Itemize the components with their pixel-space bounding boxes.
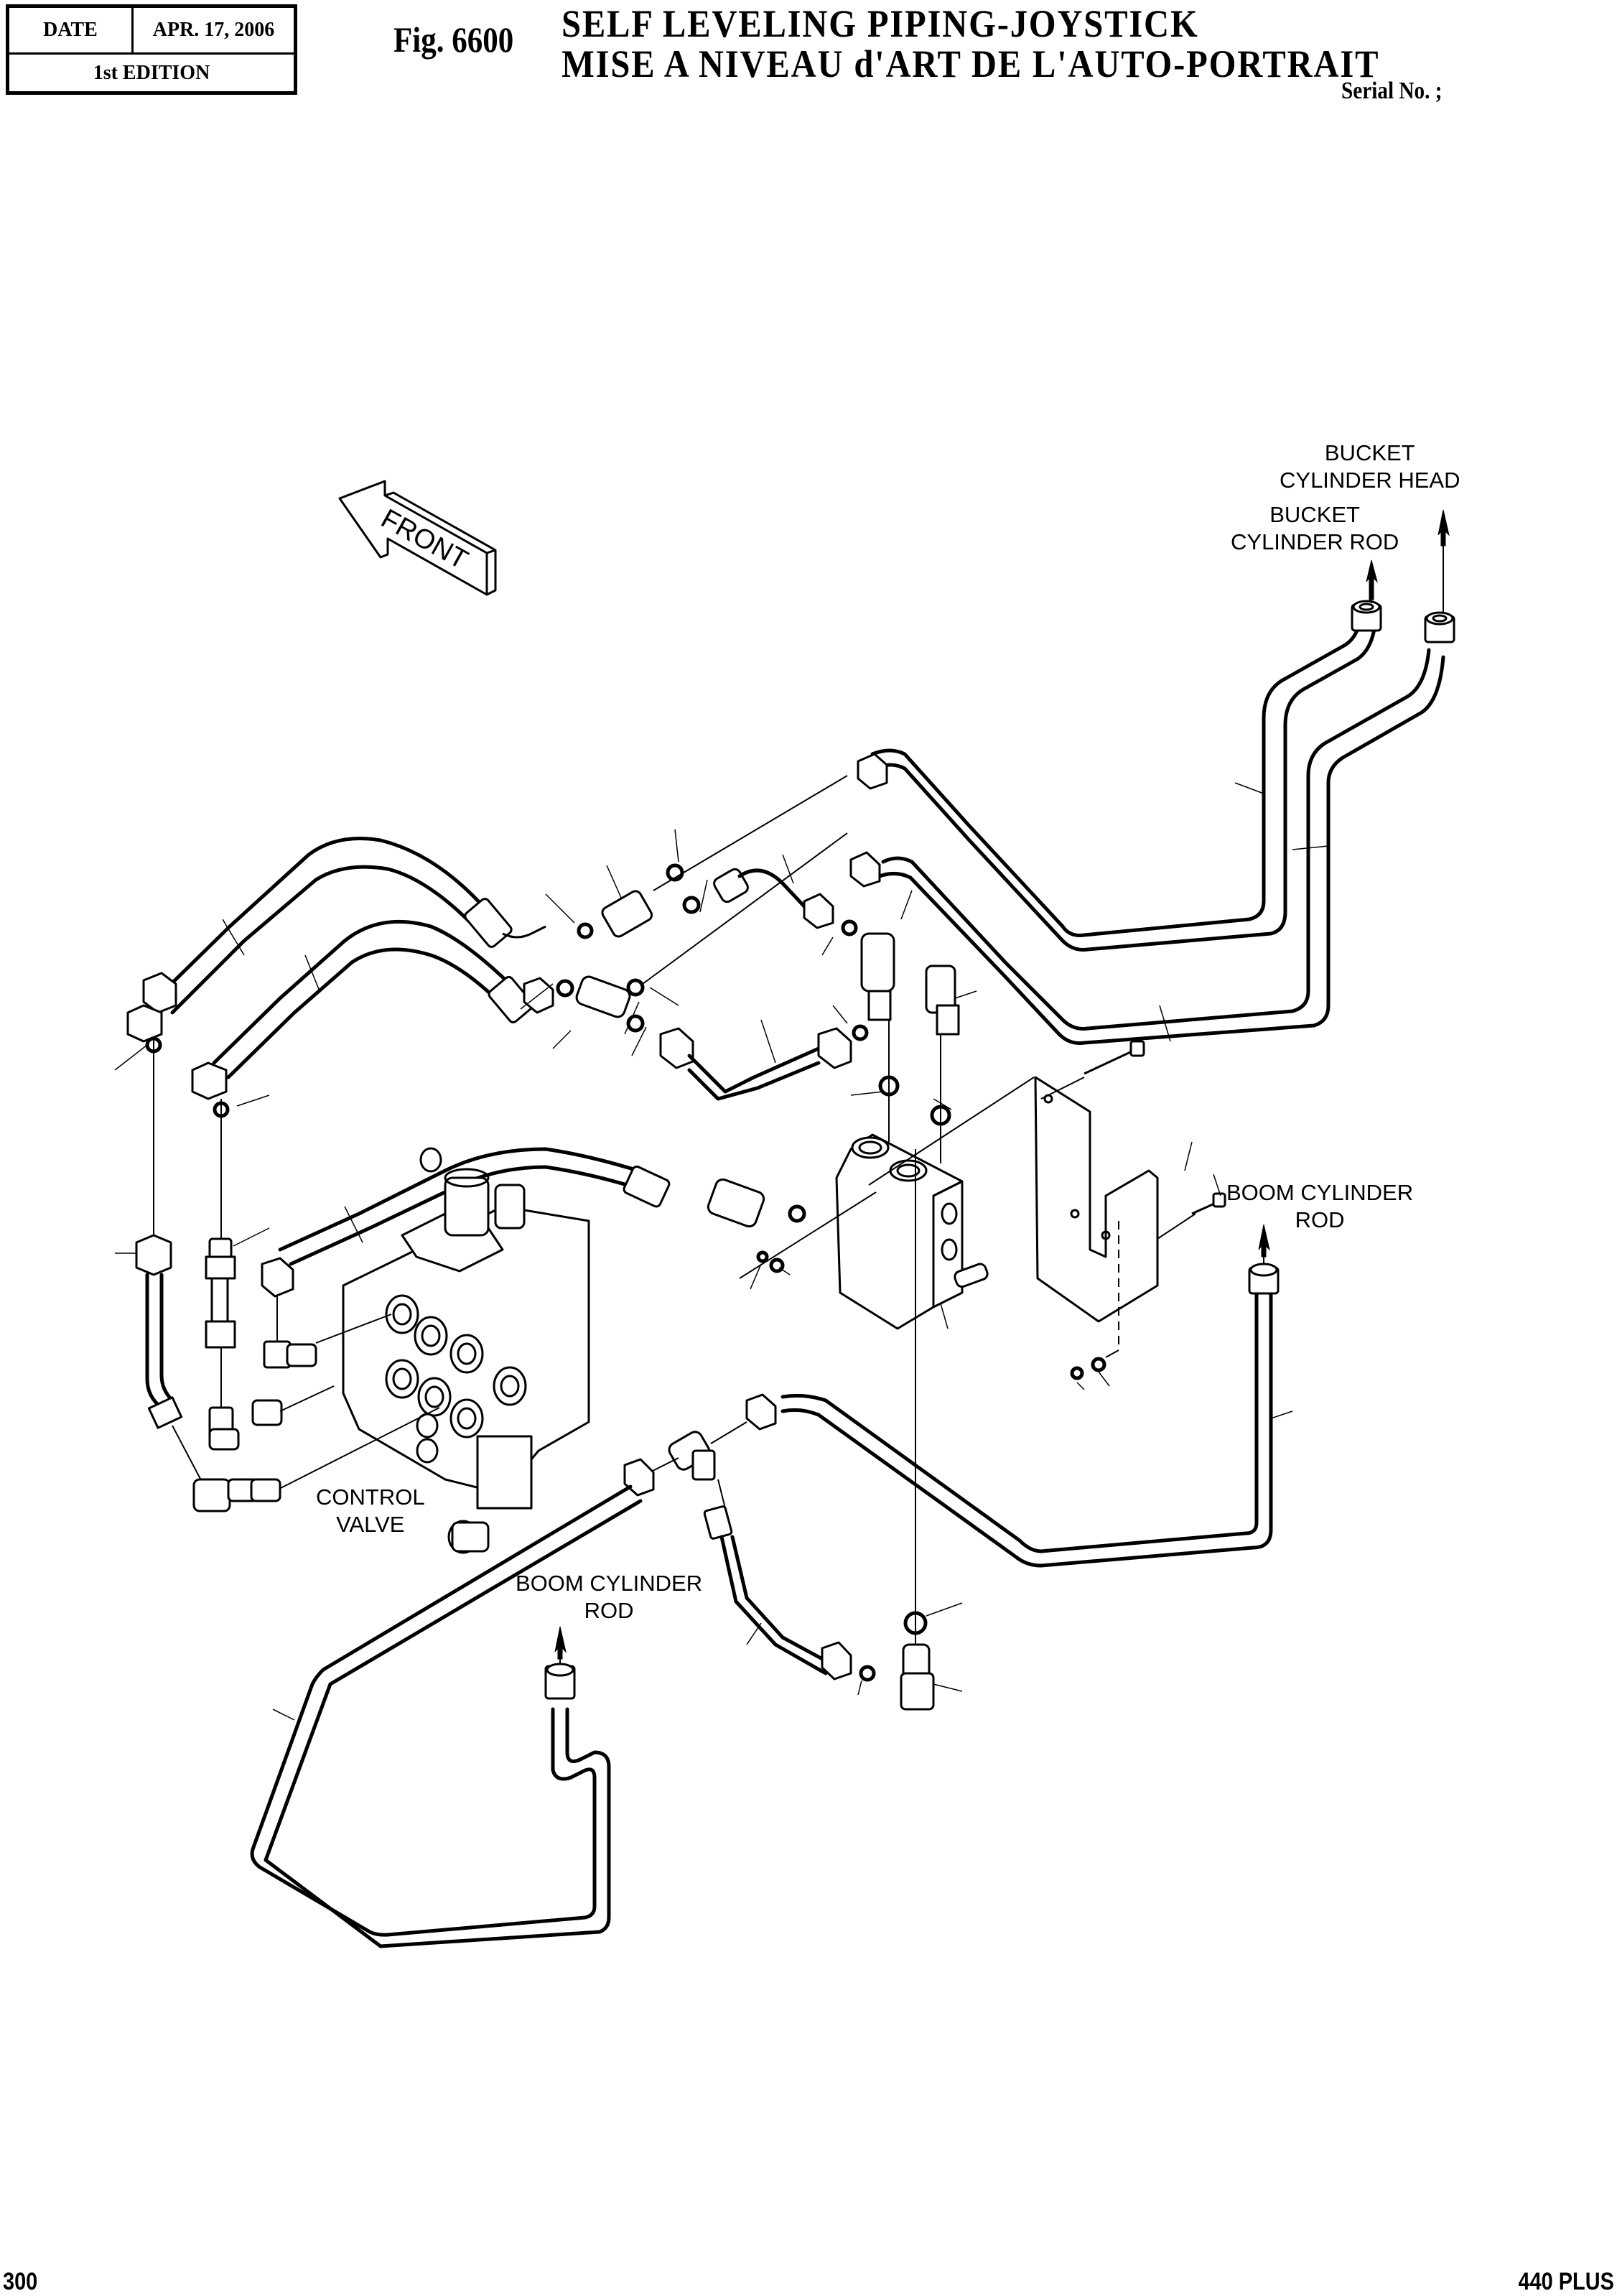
bucket-head-arrow-icon xyxy=(1437,509,1450,614)
model-name: 440 PLUS xyxy=(1518,2268,1614,2295)
tee-fitting xyxy=(649,1149,935,1711)
boom-cylinder-rod-pipe-left xyxy=(250,1458,655,1948)
callout-leaders xyxy=(114,782,1329,1721)
bucket-rod-fitting xyxy=(1351,600,1382,632)
control-valve xyxy=(342,1147,590,1554)
edition-box: DATE APR. 17, 2006 1st EDITION xyxy=(6,4,297,95)
date-row: DATE APR. 17, 2006 xyxy=(9,8,294,55)
bucket-head-fitting xyxy=(1424,611,1455,643)
label-boom-right-line2: ROD xyxy=(1295,1207,1345,1232)
bucket-rod-arrow-icon xyxy=(1366,559,1378,603)
date-label: DATE xyxy=(9,8,134,52)
bucket-cylinder-head-pipe xyxy=(877,648,1445,1045)
label-bucket-head-line2: CYLINDER HEAD xyxy=(1280,468,1460,493)
hose-middle xyxy=(191,919,554,1100)
front-arrow-icon: FRONT xyxy=(338,480,497,596)
serial-number-label: Serial No. ; xyxy=(1341,78,1443,104)
label-bucket-cylinder-head: BUCKET CYLINDER HEAD xyxy=(1280,440,1460,494)
edition-label: 1st EDITION xyxy=(93,61,210,84)
bolts xyxy=(1040,1040,1226,1240)
label-bucket-head-line1: BUCKET xyxy=(1324,440,1415,465)
self-leveling-valve xyxy=(739,1077,1035,1330)
boom-cylinder-rod-pipe-right xyxy=(745,1224,1280,1568)
label-boom-cylinder-rod-left: BOOM CYLINDER ROD xyxy=(516,1570,702,1625)
label-boom-left-line1: BOOM CYLINDER xyxy=(516,1571,703,1596)
label-boom-cylinder-rod-right: BOOM CYLINDER ROD xyxy=(1226,1179,1413,1234)
mounting-bracket xyxy=(1034,1076,1159,1380)
boom-left-arrow-icon xyxy=(554,1626,567,1660)
hose-upper xyxy=(126,837,546,1043)
label-control-valve-line1: CONTROL xyxy=(316,1484,425,1510)
title-english: SELF LEVELING PIPING-JOYSTICK xyxy=(561,2,1199,45)
elbow-fittings xyxy=(860,932,960,1163)
center-fittings xyxy=(556,753,888,1273)
label-bucket-cylinder-rod: BUCKET CYLINDER ROD xyxy=(1231,501,1399,556)
bucket-cylinder-rod-pipe xyxy=(870,615,1377,952)
boom-right-arrow-icon xyxy=(1258,1224,1270,1258)
label-bucket-rod-line1: BUCKET xyxy=(1269,502,1360,527)
label-control-valve-line2: VALVE xyxy=(336,1512,405,1537)
label-control-valve: CONTROL VALVE xyxy=(316,1484,425,1538)
label-boom-left-line2: ROD xyxy=(584,1598,634,1623)
title-french: MISE A NIVEAU d'ART DE L'AUTO-PORTRAIT xyxy=(561,42,1380,85)
page-number: 300 xyxy=(3,2268,38,2295)
label-bucket-rod-line2: CYLINDER ROD xyxy=(1231,529,1399,554)
label-boom-right-line1: BOOM CYLINDER xyxy=(1226,1180,1414,1205)
left-fittings xyxy=(135,1036,440,1512)
date-value: APR. 17, 2006 xyxy=(152,19,275,41)
figure-number: Fig. 6600 xyxy=(393,19,514,60)
